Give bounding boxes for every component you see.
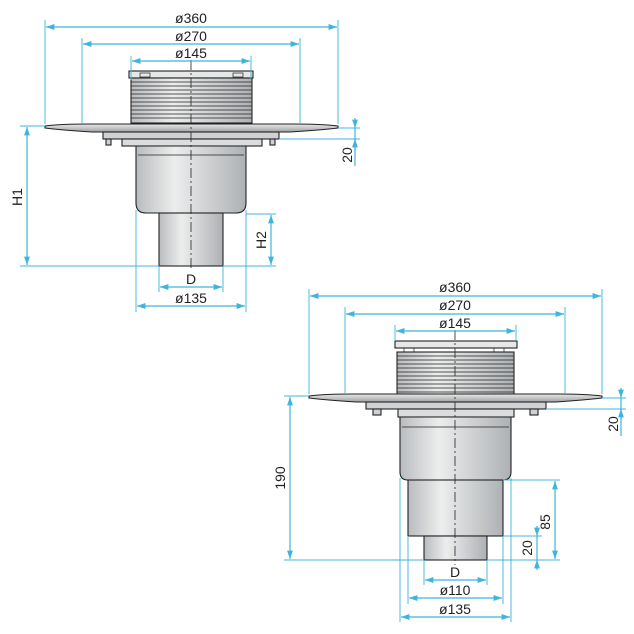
top-grate-screw-right — [232, 72, 244, 78]
top-dim-d145: ø145 — [130, 45, 252, 80]
top-body-collar — [121, 138, 263, 147]
top-dim-d-label: D — [186, 271, 196, 287]
top-dim-h1: H1 — [9, 125, 159, 267]
bottom-dim-d270-label: ø270 — [439, 297, 471, 313]
top-dim-d360: ø360 — [44, 10, 339, 124]
top-dim-20-label: 20 — [339, 147, 355, 163]
top-dim-d135-label: ø135 — [175, 290, 207, 306]
bottom-dim-d145-label: ø145 — [439, 315, 471, 331]
bottom-dim-20-lower: 20 — [503, 526, 542, 570]
bottom-dim-d110: ø110 — [407, 536, 504, 604]
bottom-dim-d: D — [423, 560, 488, 585]
bottom-dim-190-label: 190 — [272, 466, 288, 490]
bottom-drain-body — [308, 330, 603, 565]
top-bolt-right — [269, 138, 276, 146]
bottom-dim-20-lower-label: 20 — [519, 540, 535, 556]
bottom-dim-d110-label: ø110 — [440, 582, 471, 598]
bottom-dim-190: 190 — [272, 395, 424, 561]
top-grate-screw-left — [139, 72, 151, 78]
bottom-bolt-left — [372, 408, 382, 416]
bottom-clamp-ring — [365, 401, 547, 410]
bottom-dim-85: 85 — [487, 479, 560, 561]
top-flange-plate — [44, 123, 339, 133]
bottom-grate-screw-left — [403, 347, 415, 353]
top-dim-d270-label: ø270 — [175, 28, 207, 44]
bottom-dim-d135-label: ø135 — [439, 601, 471, 617]
bottom-flange-plate — [308, 393, 603, 403]
top-dim-d: D — [158, 266, 224, 292]
top-dim-h2: H2 — [223, 213, 276, 267]
top-outlet-pipe — [158, 212, 224, 267]
bottom-dim-d145: ø145 — [394, 315, 517, 341]
bottom-dim-d-label: D — [450, 564, 460, 580]
bottom-dim-20-right-label: 20 — [605, 416, 621, 432]
top-thread-lines — [131, 81, 252, 119]
top-drain-bowl — [135, 145, 247, 214]
bottom-drain-bowl — [399, 416, 512, 481]
top-threaded-extension — [130, 77, 253, 124]
bottom-reducer-body — [407, 479, 504, 537]
top-dim-h1-label: H1 — [9, 188, 25, 206]
top-bolt-left — [105, 138, 112, 146]
bottom-drain-view: ø360 ø270 ø145 190 — [272, 279, 626, 622]
bottom-dim-d270: ø270 — [344, 297, 566, 394]
bottom-body-collar — [397, 408, 515, 418]
bottom-dim-d360-label: ø360 — [439, 279, 471, 295]
top-dim-20: 20 — [279, 118, 360, 166]
bottom-outlet-pipe — [423, 535, 488, 561]
top-drain-body — [44, 60, 339, 270]
top-dim-d145-label: ø145 — [175, 45, 207, 61]
bottom-thread-lines — [397, 355, 514, 393]
top-dim-d135: ø135 — [135, 210, 247, 312]
bottom-dim-d360: ø360 — [308, 279, 603, 394]
top-dim-h2-label: H2 — [253, 231, 269, 249]
top-dim-d270: ø270 — [81, 28, 301, 124]
top-drain-view: ø360 ø270 ø145 H1 — [9, 10, 360, 312]
bottom-dim-d135: ø135 — [399, 478, 512, 622]
bottom-grate-plate — [394, 340, 518, 349]
bottom-bolt-right — [529, 408, 539, 416]
bottom-dim-20-right: 20 — [546, 388, 626, 436]
top-dim-d360-label: ø360 — [175, 10, 207, 26]
bottom-dim-85-label: 85 — [537, 514, 553, 530]
bottom-threaded-extension — [396, 351, 515, 396]
bottom-grate-screw-right — [493, 347, 505, 353]
